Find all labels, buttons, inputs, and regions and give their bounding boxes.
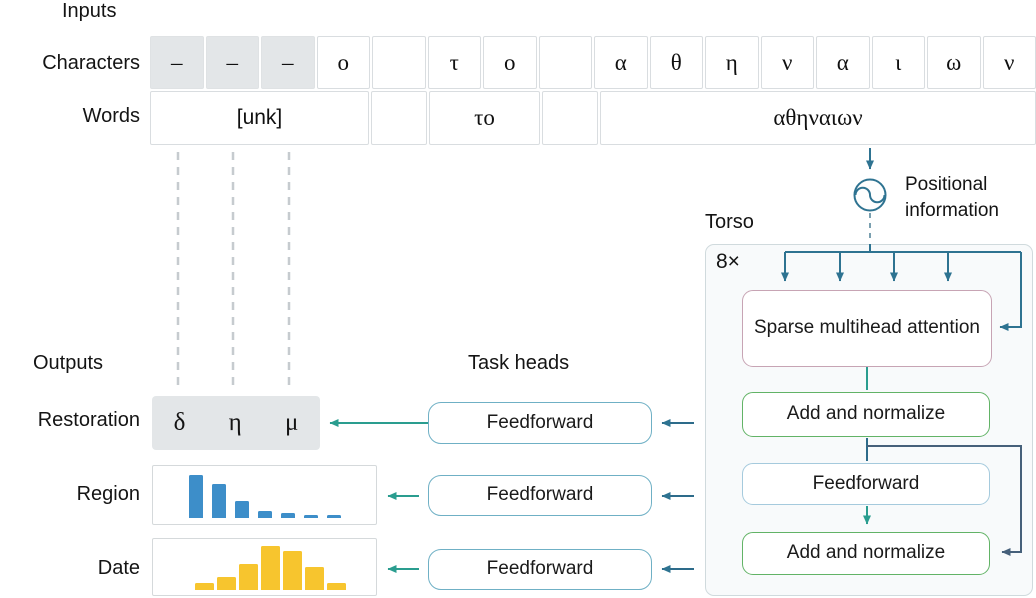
words-label: Words [82, 105, 140, 127]
positional-encoding-icon [853, 178, 887, 212]
character-cell: ν [760, 36, 814, 89]
date-probability-bar-chart [195, 546, 346, 590]
probability-bar [195, 582, 214, 590]
character-cell: – [205, 36, 259, 89]
character-cell: ο [316, 36, 370, 89]
restoration-feedforward-head: Feedforward [428, 402, 652, 444]
add-and-normalize-block-1: Add and normalize [742, 392, 990, 437]
character-cell [372, 36, 426, 89]
region-probability-bar-chart [189, 475, 341, 518]
sparse-multihead-attention-block: Sparse multihead attention [742, 290, 992, 367]
probability-bar [235, 500, 249, 518]
probability-bar [189, 475, 203, 518]
inputs-label: Inputs [62, 0, 117, 22]
characters-label: Characters [42, 52, 140, 74]
probability-bar [327, 582, 346, 590]
region-feedforward-head: Feedforward [428, 475, 652, 516]
word-cell: αθηναιων [600, 91, 1036, 145]
probability-bar [327, 514, 341, 518]
words-row: [unk] το αθηναιων [150, 91, 1036, 145]
masked-character-trace-lines [176, 152, 291, 392]
probability-bar [239, 563, 258, 590]
probability-bar [283, 551, 302, 590]
word-cell: το [429, 91, 540, 145]
character-cell: ο [483, 36, 537, 89]
probability-bar [281, 512, 295, 518]
character-cell: α [816, 36, 870, 89]
character-cell: ν [982, 36, 1036, 89]
add-and-normalize-block-2: Add and normalize [742, 532, 990, 575]
feedforward-block: Feedforward [742, 463, 990, 505]
restored-character: η [228, 409, 242, 436]
word-cell [541, 91, 598, 145]
torso-label: Torso [705, 211, 754, 233]
word-cell: [unk] [150, 91, 369, 145]
probability-bar [261, 546, 280, 590]
region-output-chart-box [152, 465, 377, 525]
character-cell: – [150, 36, 204, 89]
repeat-count-label: 8× [716, 250, 740, 273]
date-feedforward-head: Feedforward [428, 549, 652, 590]
word-cell [371, 91, 428, 145]
probability-bar [258, 511, 272, 518]
character-cell: η [705, 36, 759, 89]
character-cell: – [261, 36, 315, 89]
date-output-chart-box [152, 538, 377, 596]
positional-information-label: Positional information [905, 174, 999, 221]
character-cell: α [594, 36, 648, 89]
character-cell [538, 36, 592, 89]
character-cell: ω [927, 36, 981, 89]
probability-bar [305, 567, 324, 590]
outputs-label: Outputs [33, 352, 104, 374]
restored-character: δ [173, 409, 186, 436]
probability-bar [217, 576, 236, 590]
restoration-label: Restoration [37, 409, 140, 431]
date-label: Date [97, 557, 140, 579]
probability-bar [212, 483, 226, 518]
character-cell: θ [649, 36, 703, 89]
character-cell: ι [871, 36, 925, 89]
region-label: Region [76, 483, 140, 505]
restoration-output-box: δ η μ [152, 396, 320, 450]
restored-character: μ [284, 409, 299, 436]
task-heads-label: Task heads [468, 352, 570, 374]
character-cell: τ [427, 36, 481, 89]
probability-bar [304, 514, 318, 518]
torso-to-head-arrows [661, 419, 694, 573]
